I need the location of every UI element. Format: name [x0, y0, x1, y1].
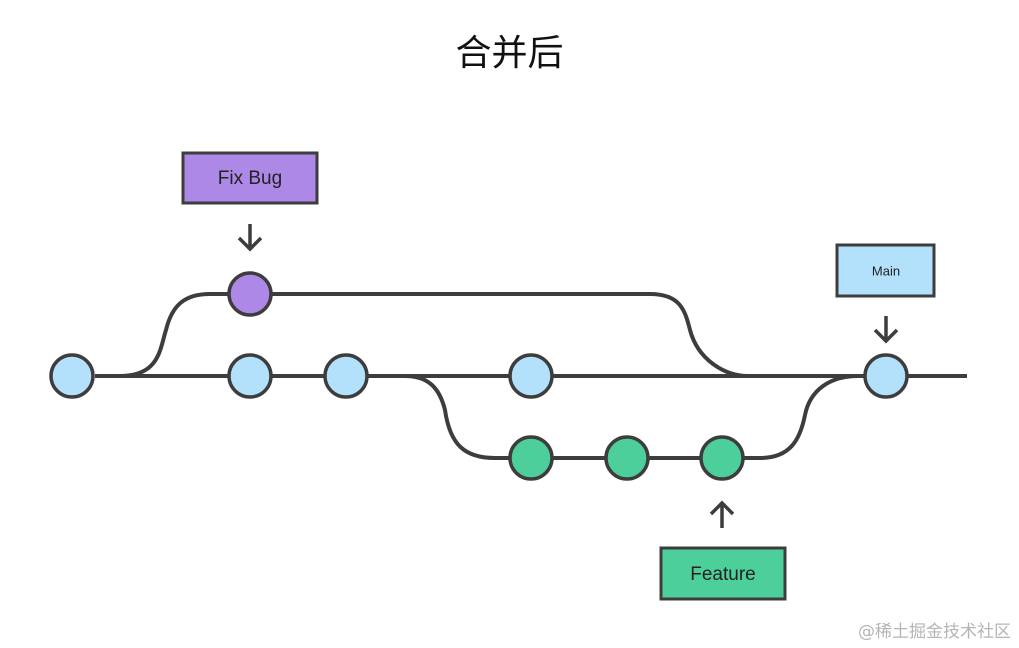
- commit-main-2: [227, 353, 273, 399]
- arrow-up-icon: [709, 500, 735, 528]
- main-label: Main: [835, 243, 936, 298]
- commit-fix-bug: [227, 271, 273, 317]
- commit-main-merge: [863, 353, 909, 399]
- commit-main-1: [49, 353, 95, 399]
- watermark: @稀土掘金技术社区: [858, 622, 1011, 642]
- arrow-down-icon: [237, 224, 263, 252]
- commit-feature-2: [604, 435, 650, 481]
- commit-main-3: [323, 353, 369, 399]
- main-label-text: Main: [872, 263, 900, 278]
- fix-bug-label: Fix Bug: [181, 151, 319, 205]
- commit-feature-3: [699, 435, 745, 481]
- feature-label: Feature: [659, 546, 787, 601]
- diagram-title: 合并后: [455, 33, 564, 74]
- fix-bug-label-text: Fix Bug: [218, 168, 282, 189]
- feature-label-text: Feature: [690, 564, 755, 585]
- commit-main-4: [508, 353, 554, 399]
- commit-feature-1: [508, 435, 554, 481]
- fix-bug-branch-line: [119, 292, 749, 378]
- arrow-down-icon: [873, 316, 899, 344]
